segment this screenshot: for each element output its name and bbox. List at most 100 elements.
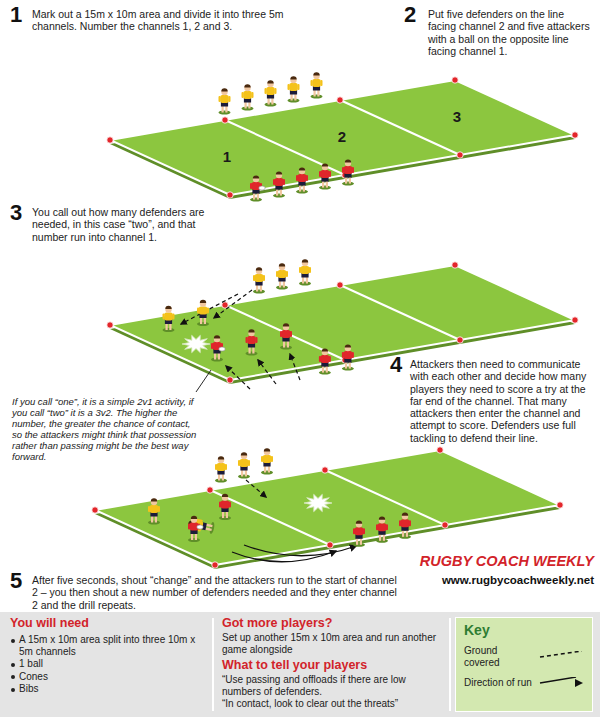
step-number: 5: [10, 570, 32, 592]
run-arrows-part: [232, 551, 336, 562]
pitch-2-part-part: [452, 262, 458, 268]
pitch-1-part-part: [222, 117, 228, 123]
pitch-2-part: [163, 306, 175, 332]
pitch-1-part: [107, 77, 578, 198]
channel-number-box: 2: [332, 128, 352, 146]
key-heading-box: Key: [464, 622, 490, 639]
pitch-1-part-part: [340, 100, 460, 155]
pitch-1-part: [296, 167, 308, 193]
pitch-2-part-part: [340, 285, 460, 340]
text-box: 1 ball: [19, 658, 205, 670]
pitch-3: [92, 447, 563, 569]
pitch-2-part: [182, 335, 210, 352]
pitch-1-part-part: [110, 80, 575, 195]
arrow-sample: [540, 677, 576, 683]
pitch-2-part-part: [222, 302, 228, 308]
bullet-dot: [11, 639, 15, 643]
pitch-2-part: [197, 300, 209, 326]
pitch-2-part-part: [572, 317, 578, 323]
section-heading: You will need: [10, 616, 205, 631]
pitch-3-part: [238, 452, 250, 478]
bullet-dot: [11, 663, 15, 667]
text-box: “Use passing and offloads if there are l…: [222, 674, 442, 697]
legend-text: Direction of run: [464, 677, 534, 689]
pitch-1-part: [265, 80, 277, 106]
ground-covered-lines-part: [258, 360, 276, 384]
pitch-3-part: [261, 448, 273, 474]
pitch-3-part-part: [327, 542, 333, 548]
pitch-3-part: [92, 447, 563, 568]
step-number-box: 5: [10, 570, 32, 592]
bullet-dot: [11, 675, 15, 679]
bullet-dot: [11, 688, 15, 692]
channel-number-box: 3: [447, 108, 467, 126]
step-number: 4: [390, 354, 408, 376]
body-text: Set up another 15m x 10m area and run an…: [222, 632, 442, 655]
step-text: Put five defenders on the line facing ch…: [428, 8, 593, 57]
step-text-box: After five seconds, shout “change” and t…: [32, 574, 402, 611]
pitch-1-part: [311, 72, 323, 98]
pitch-3-part-part: [325, 470, 445, 525]
bullet-item: Bibs: [19, 683, 205, 695]
pitch-3-part-part: [95, 450, 560, 565]
legend-text-box: Ground covered: [464, 645, 534, 668]
ground-covered-line: [246, 480, 266, 497]
pitch-1-part-part: [572, 132, 578, 138]
bullet-item: Cones: [19, 671, 205, 683]
pitch-1-part: [342, 159, 354, 185]
step-text-box: Put five defenders on the line facing ch…: [428, 8, 593, 57]
step-number-box: 3: [10, 202, 32, 224]
pitch-1-part-part: [457, 152, 463, 158]
arrow-head: [575, 679, 583, 687]
pitch-3-part-part: [437, 447, 443, 453]
coaching-note-box: If you call “one”, it is a simple 2v1 ac…: [12, 396, 200, 462]
pitch-3-part-part: [322, 467, 328, 473]
ground-covered-lines-part: [181, 294, 238, 324]
ball: [259, 186, 265, 190]
step-text-box: Mark out a 15m x 10m area and divide it …: [32, 8, 287, 33]
pitch-1-part: [242, 84, 254, 110]
ground-covered-lines-part: [290, 354, 300, 380]
pitch-1-part-part: [107, 137, 113, 143]
run-arrows-part: [244, 545, 356, 556]
step-text-box: You call out how many defenders are need…: [32, 206, 222, 243]
text-box: What to tell your players: [222, 658, 442, 673]
legend-sample: [538, 677, 586, 689]
step-text: After five seconds, shout “change” and t…: [32, 574, 402, 611]
pitch-2-part: [253, 267, 265, 293]
pitch-1-part: [288, 76, 300, 102]
step-text: You call out how many defenders are need…: [32, 206, 222, 243]
ground-covered-lines-part: [214, 290, 252, 318]
brand-logo: RUGBY COACH WEEKLY: [418, 553, 594, 570]
step-number-box: 4: [390, 354, 408, 376]
legend-text: Ground covered: [464, 645, 534, 668]
run-arrows: [232, 545, 356, 562]
pitch-3-part-part: [92, 507, 98, 513]
step-number-box: 1: [10, 4, 32, 26]
coaching-note: If you call “one”, it is a simple 2v1 ac…: [12, 396, 200, 462]
pitch-2-part-part: [227, 377, 233, 383]
pitch-2-part: [280, 323, 292, 349]
panel-divider: [212, 618, 214, 711]
bullet-item: 1 ball: [19, 658, 205, 670]
pitch-3-part: [215, 456, 227, 482]
pitch-3-part-part: [207, 487, 213, 493]
channel-number: 2: [332, 128, 352, 146]
text-box: “In contact, look to clear out the threa…: [222, 698, 442, 710]
section-heading: Got more players?: [222, 616, 442, 631]
pitch-3-part: [353, 521, 365, 547]
pitch-1-part-part: [452, 77, 458, 83]
pitch-3-part: [304, 494, 332, 511]
pitch-3-part-part: [442, 522, 448, 528]
pitch-3-part: [148, 498, 160, 524]
ball: [219, 347, 225, 351]
pitch-2-part: [276, 263, 288, 289]
text-box: A 15m x 10m area split into three 10m x …: [19, 634, 205, 657]
body-text: “In contact, look to clear out the threa…: [222, 698, 442, 710]
text-box: You will need: [10, 616, 205, 631]
panel-divider: [449, 618, 451, 711]
bullet-item: A 15m x 10m area split into three 10m x …: [19, 634, 205, 657]
pitch-3-part: [376, 517, 388, 543]
pitch-3-part-part: [557, 502, 563, 508]
